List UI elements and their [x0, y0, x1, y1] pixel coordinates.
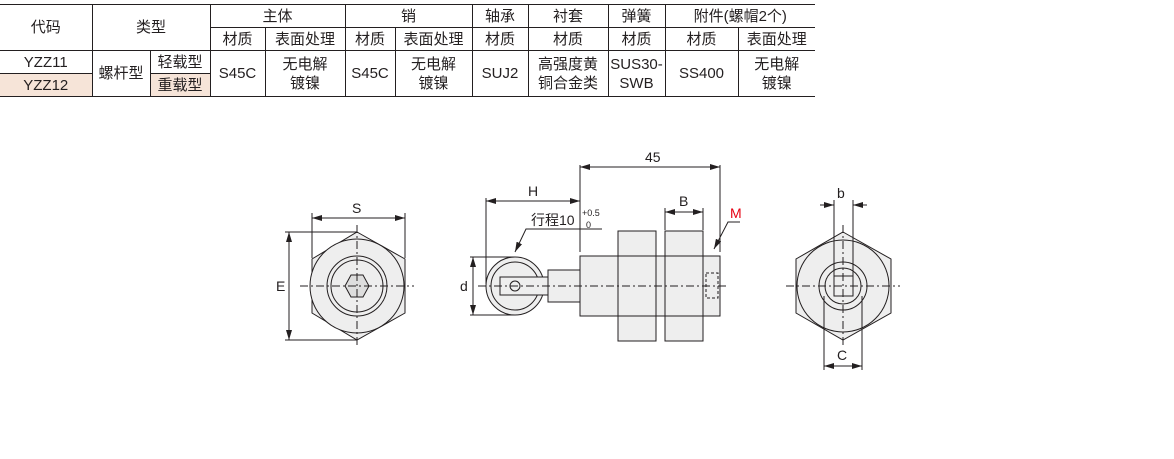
label-tol-lower: 0 — [586, 220, 591, 230]
sub-surface: 表面处理 — [394, 27, 473, 51]
row-code: YZZ11 — [0, 50, 93, 74]
label-tol-upper: +0.5 — [582, 208, 600, 218]
sub-material: 材质 — [209, 27, 266, 51]
label-E: E — [276, 278, 285, 294]
label-45: 45 — [645, 149, 661, 165]
sub-surface: 表面处理 — [264, 27, 346, 51]
row-load: 轻载型 — [149, 50, 211, 74]
body-surface: 无电解镀镍 — [264, 50, 346, 97]
side-view — [470, 164, 740, 342]
label-S: S — [352, 200, 361, 216]
sub-material: 材质 — [527, 27, 609, 51]
front-view — [285, 213, 414, 347]
bushing-material: 高强度黄铜合金类 — [527, 50, 609, 97]
label-stroke: 行程10 — [531, 212, 575, 228]
spring-material: SUS30-SWB — [607, 50, 666, 97]
pin-material: S45C — [344, 50, 396, 97]
header-code: 代码 — [0, 4, 93, 51]
header-spring: 弹簧 — [607, 4, 666, 28]
label-C: C — [837, 347, 847, 363]
label-H: H — [528, 183, 538, 199]
type-value: 螺杆型 — [91, 50, 151, 97]
label-B: B — [679, 193, 688, 209]
label-M: M — [730, 205, 742, 221]
bearing-material: SUJ2 — [471, 50, 529, 97]
header-pin: 销 — [344, 4, 473, 28]
acc-material: SS400 — [664, 50, 739, 97]
label-d: d — [460, 278, 468, 294]
spec-table: 代码 类型 主体 销 轴承 衬套 弹簧 附件(螺帽2个) 材质 表面处理 材质 … — [0, 4, 815, 97]
end-view — [786, 200, 900, 370]
label-b: b — [837, 185, 845, 201]
header-accessory: 附件(螺帽2个) — [664, 4, 815, 28]
pin-surface: 无电解镀镍 — [394, 50, 473, 97]
acc-surface: 无电解镀镍 — [737, 50, 815, 97]
row-code: YZZ12 — [0, 73, 93, 97]
row-load: 重载型 — [149, 73, 211, 97]
header-type: 类型 — [91, 4, 211, 51]
